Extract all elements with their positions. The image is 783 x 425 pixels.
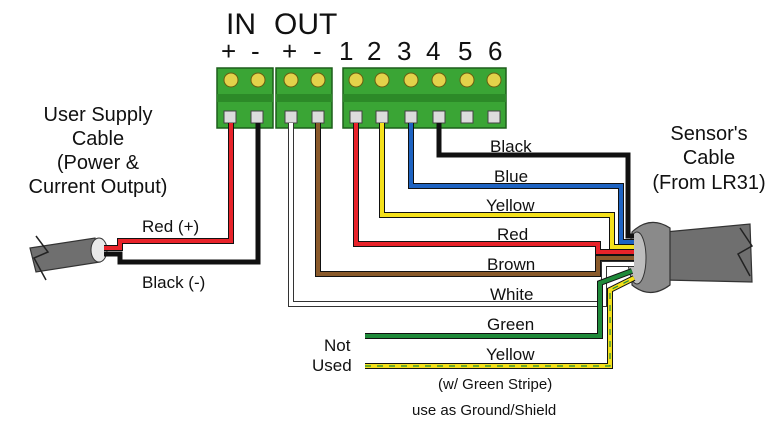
sensor-caption-line-1: Sensor's [670, 123, 747, 145]
user-supply-caption-line-3: (Power & [57, 152, 140, 174]
user-supply-caption-line-4: Current Output) [29, 176, 168, 198]
user-supply-caption-line-2: Cable [72, 128, 124, 150]
pin-out-minus: - [313, 36, 322, 66]
pin-4: 4 [426, 36, 440, 66]
pin-in-plus: + [221, 36, 236, 66]
user-supply-cable [29, 235, 108, 281]
pin-in-minus: - [251, 36, 260, 66]
wire-label-blue: Blue [494, 167, 528, 186]
supply-black-wire [104, 123, 261, 265]
sensor-yellow-wire [380, 123, 634, 249]
supply-black-label: Black (-) [142, 273, 205, 292]
pin-5: 5 [458, 36, 472, 66]
pin-3: 3 [397, 36, 411, 66]
sensor-green-wire [365, 269, 633, 338]
sensor-caption-line-2: Cable [683, 147, 735, 169]
wire-label-yellow: Yellow [486, 196, 535, 215]
wire-label-red: Red [497, 225, 528, 244]
pin-6: 6 [488, 36, 502, 66]
user-supply-caption-line-1: User Supply [44, 104, 153, 126]
wire-label-white: White [490, 285, 533, 304]
pin-out-plus: + [282, 36, 297, 66]
cable-break-right-icon [736, 227, 754, 277]
sensor-black-wire [436, 123, 634, 239]
wire-label-green: Green [487, 315, 534, 334]
sensor-caption: Sensor's Cable (From LR31) [652, 123, 765, 194]
wire-label-brown: Brown [487, 255, 535, 274]
supply-red-wire [104, 123, 233, 250]
wire-label-black: Black [490, 137, 532, 156]
wire-label-yellow-shield: Yellow [486, 345, 535, 364]
pin-2: 2 [367, 36, 381, 66]
sensor-brown-wire [316, 123, 634, 276]
pin-1: 1 [339, 36, 353, 66]
shield-note-line-2: use as Ground/Shield [412, 402, 556, 419]
in-header: IN [226, 8, 256, 41]
green-stripe [365, 277, 635, 367]
user-supply-caption: User Supply Cable (Power & Current Outpu… [29, 104, 168, 198]
shield-note-line-1: (w/ Green Stripe) [438, 376, 552, 393]
sensor-caption-line-3: (From LR31) [652, 172, 765, 194]
terminal-block-sensor [342, 67, 507, 129]
terminal-block-in [216, 67, 274, 129]
cable-break-left-icon [32, 235, 50, 281]
terminal-block-out [275, 67, 333, 129]
not-used-label-line-1: Not [324, 336, 351, 355]
supply-red-label: Red (+) [142, 217, 199, 236]
out-header: OUT [274, 8, 337, 41]
sensor-red-wire [354, 123, 634, 254]
not-used-label-line-2: Used [312, 356, 352, 375]
sensor-cable [627, 221, 754, 294]
sensor-white-wire [289, 123, 634, 306]
sensor-blue-wire [409, 123, 634, 244]
